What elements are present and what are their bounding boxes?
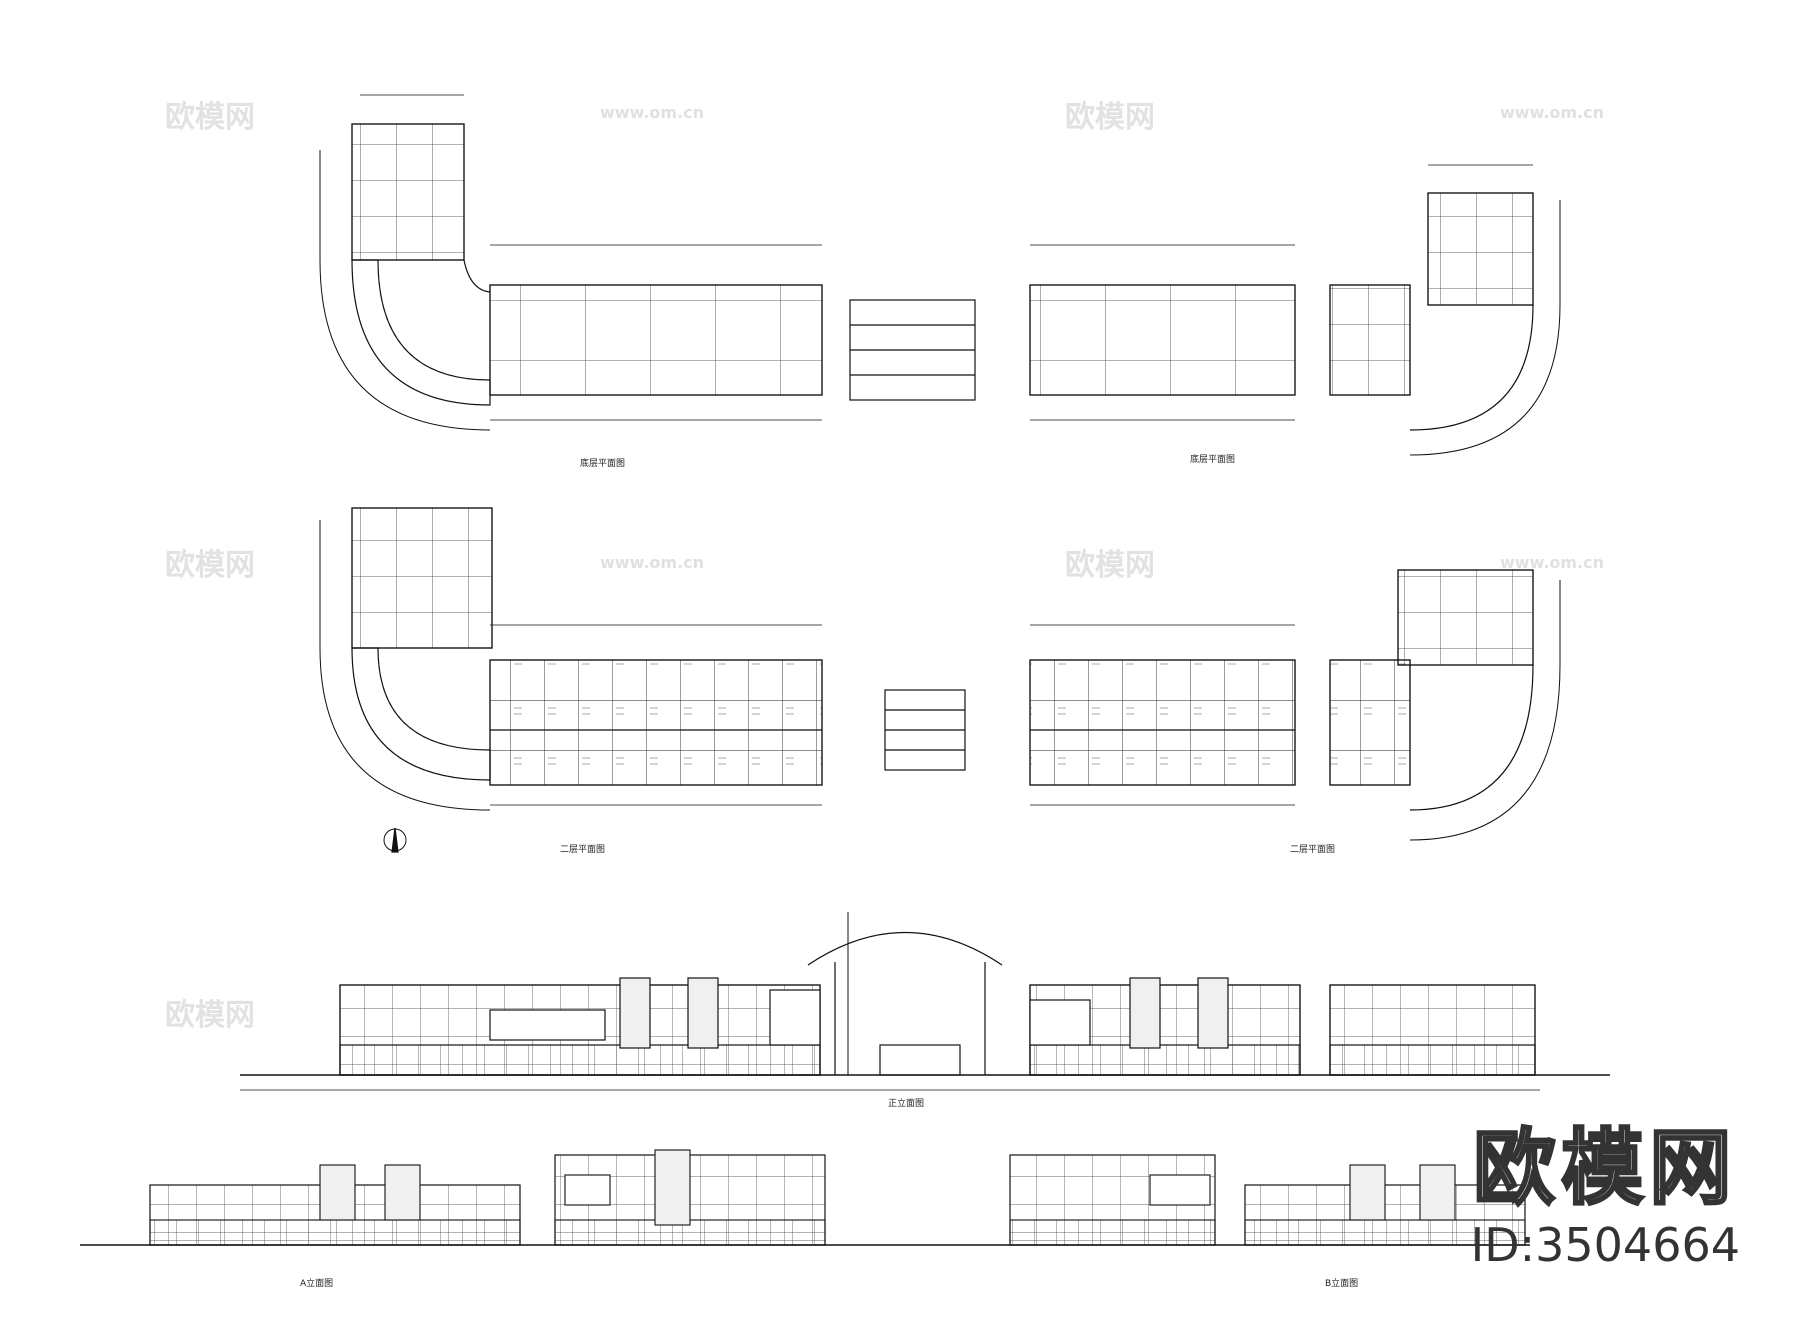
watermark-faint-brand: 欧模网 <box>165 548 255 583</box>
watermark-id-text: ID:3504664 <box>1470 1218 1740 1272</box>
elevation-sub-caption-b: B立面图 <box>1325 1277 1358 1289</box>
elevation-main <box>240 912 1610 1091</box>
watermark-faint-url: www.om.cn <box>1500 553 1605 572</box>
watermark-faint-brand: 欧模网 <box>165 998 255 1033</box>
watermark-faint-url: www.om.cn <box>1500 103 1605 122</box>
watermark-faint-brand: 欧模网 <box>1065 548 1155 583</box>
elevation-sub-caption-a: A立面图 <box>300 1277 333 1289</box>
elevation-sub-row <box>80 1149 1530 1246</box>
watermark-faint-brand: 欧模网 <box>1065 100 1155 135</box>
plan-lower-caption-left: 二层平面图 <box>560 844 605 855</box>
elevation-main-caption: 正立面图 <box>888 1097 924 1109</box>
plan-upper-caption-right: 底层平面图 <box>1190 453 1235 465</box>
plan-upper-caption-left: 底层平面图 <box>580 457 625 469</box>
watermark-faint-brand: 欧模网 <box>165 100 255 135</box>
watermark-faint-url: www.om.cn <box>600 103 705 122</box>
plan-lower-caption-right: 二层平面图 <box>1290 844 1335 855</box>
plan-upper <box>319 94 1561 456</box>
watermark-faint-url: www.om.cn <box>600 553 705 572</box>
plan-lower <box>319 507 1561 853</box>
watermark-brand-text: 欧模网 <box>1472 1121 1738 1216</box>
watermark-brand-block: 欧模网 ID:3504664 <box>1470 1121 1740 1272</box>
